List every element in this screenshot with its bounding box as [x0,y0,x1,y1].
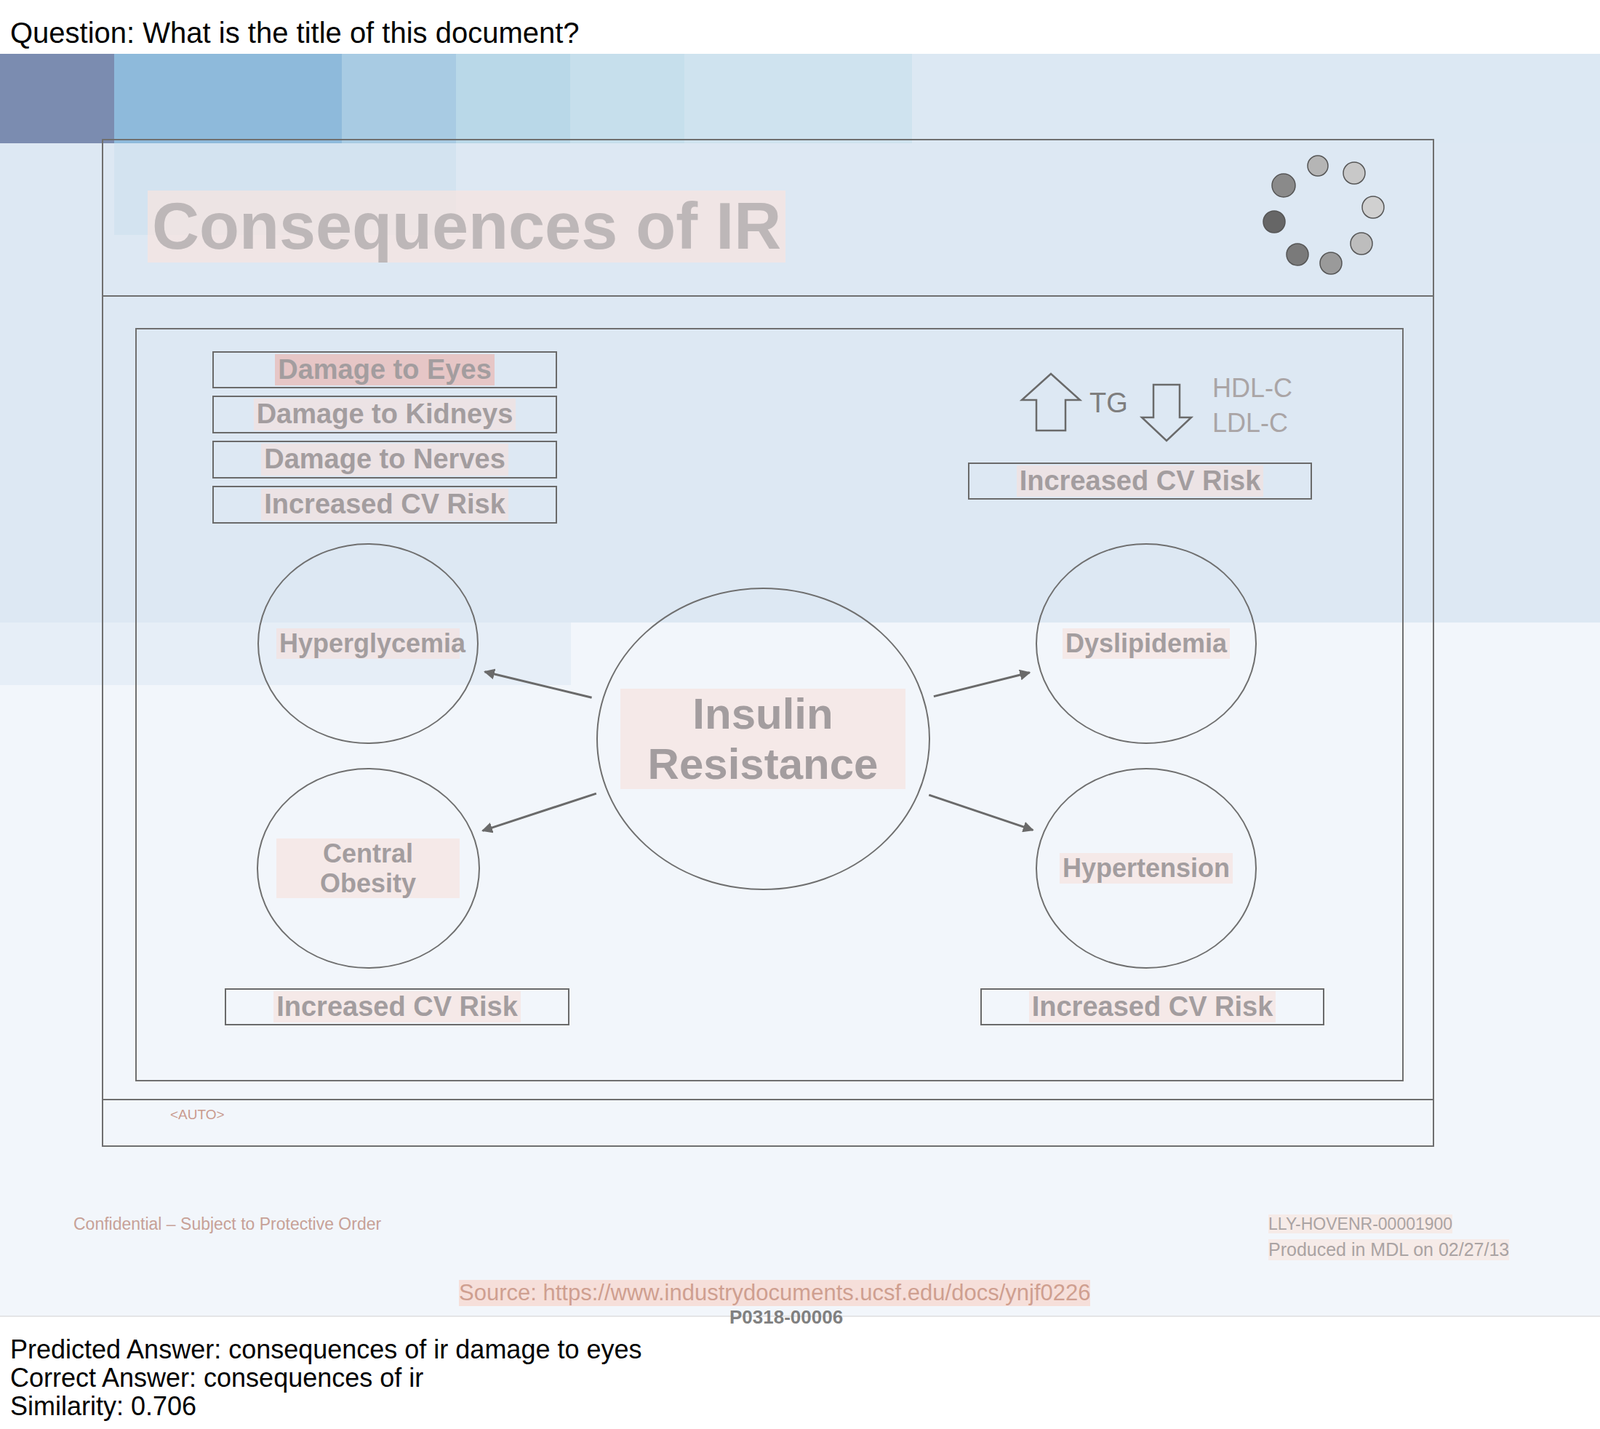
box-label: Increased CV Risk [261,488,509,521]
predicted-answer: Predicted Answer: consequences of ir dam… [10,1334,643,1365]
condition-circle: Hyperglycemia [257,543,479,744]
people-ring-icon [1263,155,1384,275]
lipid-arrows [1021,373,1192,441]
heat-cell [0,143,1600,623]
box-label: Increased CV Risk [1029,991,1277,1024]
slide-title: Consequences of IR [147,190,786,263]
circle-shape [258,544,478,744]
outcome-box: Damage to Nerves [212,440,558,479]
condition-label: Insulin Resistance [620,688,906,790]
down-arrow [1141,384,1192,441]
question-text: Question: What is the title of this docu… [10,16,580,50]
heatmap [0,53,1600,1317]
figure [1307,155,1328,176]
connector-arrow [485,672,592,698]
condition-circle: Hypertension [1035,768,1257,969]
heat-cell [341,53,456,144]
figure [1272,173,1296,198]
circle-shape [1036,544,1256,744]
condition-circle: Insulin Resistance [596,587,931,891]
box-label: Damage to Eyes [274,354,495,387]
condition-label: Central Obesity [276,838,460,899]
lipid-label: HDL-C [1212,373,1293,403]
outcome-box: Damage to Eyes [212,351,558,390]
lipid-label: TG [1089,387,1128,420]
confidential-note: Confidential – Subject to Protective Ord… [73,1214,382,1234]
figure [1320,252,1342,275]
lipid-label: LDL-C [1212,408,1288,438]
heat-cell [570,53,685,144]
condition-label: Hypertension [1059,853,1233,883]
heat-cell [456,53,571,144]
bates-number: LLY-HOVENR-00001900 [1268,1214,1453,1234]
heat-cell [0,53,1600,1317]
source-url: Source: https://www.industrydocuments.uc… [458,1280,1091,1307]
correct-answer: Correct Answer: consequences of ir [10,1362,424,1393]
outcome-box: Increased CV Risk [224,988,570,1027]
document-id: P0318-00006 [729,1306,843,1329]
box-label: Increased CV Risk [273,991,521,1024]
connector-arrow [933,672,1030,697]
condition-circle: Dyslipidemia [1035,543,1257,744]
heat-cell [684,53,912,144]
up-arrow [1021,373,1080,431]
condition-label: Hyperglycemia [276,628,460,659]
figure [1343,162,1366,184]
footer-note: <AUTO> [170,1106,225,1123]
circle-shape [1036,768,1256,968]
production-note: Produced in MDL on 02/27/13 [1268,1239,1510,1261]
heat-cell [912,53,1600,144]
connector-arrow [482,793,597,831]
figure [1362,196,1384,219]
figure [1286,243,1309,266]
slide-frame [102,139,1434,1147]
heat-cell [0,622,571,686]
outcome-box: Increased CV Risk [980,988,1325,1027]
condition-circle: Central Obesity [256,768,480,969]
content-frame [136,328,1403,1081]
footer-rule [102,1098,1434,1101]
heat-cell [0,53,115,144]
box-label: Increased CV Risk [1016,465,1264,498]
outcome-box: Increased CV Risk [212,485,558,524]
outcome-box: Damage to Kidneys [212,395,558,434]
connector-arrow [928,794,1033,830]
heat-cell [114,53,342,144]
similarity-score: Similarity: 0.706 [10,1391,197,1422]
box-label: Damage to Nerves [261,443,509,476]
slide-border [102,139,1434,1147]
figure [1263,210,1286,233]
circle-shape [257,768,480,968]
condition-label: Dyslipidemia [1062,628,1230,659]
outcome-box: Increased CV Risk [968,462,1312,501]
header-rule [102,295,1434,297]
heat-cell [0,53,1600,144]
box-label: Damage to Kidneys [253,398,517,431]
circle-shape [597,588,930,890]
figure [1350,232,1373,255]
